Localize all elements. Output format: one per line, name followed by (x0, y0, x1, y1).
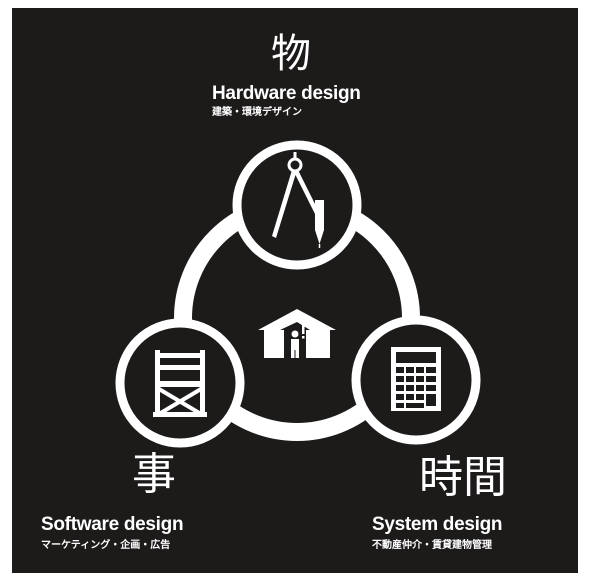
system-title: System design (372, 514, 503, 535)
system-subtitle: 不動産仲介・賃貸建物管理 (372, 540, 492, 551)
software-kanji: 事 (132, 449, 176, 500)
compass-icon (232, 140, 362, 270)
hardware-subtitle: 建築・環境デザイン (212, 107, 302, 118)
software-subtitle: マーケティング・企画・広告 (41, 540, 171, 551)
hardware-title: Hardware design (212, 83, 361, 104)
system-kanji: 時間 (419, 452, 507, 503)
director-chair-icon (115, 318, 245, 448)
calculator-icon (351, 315, 481, 445)
software-title: Software design (41, 514, 184, 535)
diagram-panel (12, 8, 578, 573)
hardware-kanji: 物 (271, 31, 311, 77)
house-person-icon (258, 309, 336, 358)
